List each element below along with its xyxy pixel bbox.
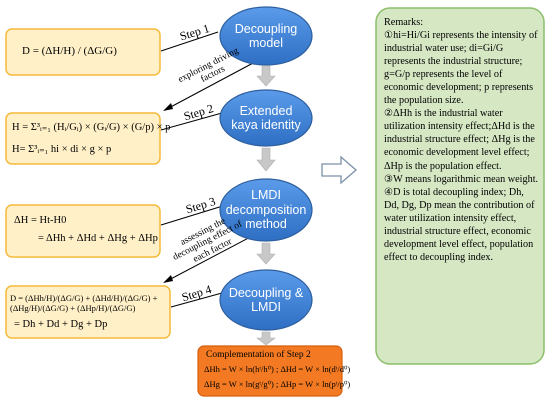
down-arrow-2 xyxy=(256,147,276,172)
exploring-arrowhead xyxy=(163,103,173,111)
down-arrow-4 xyxy=(256,331,276,346)
formula-box-4 xyxy=(5,285,171,339)
formula-3-line1: ΔH = Ht-H0 xyxy=(14,215,67,226)
complement-line1: ΔHh = W × ln(hᵗ/h⁰) ; ΔHd = W × ln(dᵗ/d⁰… xyxy=(204,364,351,374)
formula-box-1 xyxy=(5,28,161,76)
formula-3-line2: = ΔHh + ΔHd + ΔHg + ΔHp xyxy=(38,233,158,244)
remark-2: ②ΔHh is the industrial water utilization… xyxy=(384,108,535,172)
complement-line2: ΔHg = W × ln(gᵗ/g⁰) ; ΔHp = W × ln(pᵗ/p⁰… xyxy=(204,379,351,389)
complement-title: Complementation of Step 2 xyxy=(206,350,311,360)
step2-line xyxy=(160,112,223,131)
formula-2-line2: H= Σ³ᵢ₌₁ hi × di × g × p xyxy=(12,144,112,155)
formula-box-3 xyxy=(5,204,161,258)
formula-2-line1: H = Σ³ᵢ₌₁ (Hᵢ/Gᵢ) × (Gᵢ/G) × (G/p) × p xyxy=(12,122,171,133)
lmdi-label: LMDI decomposition method xyxy=(225,188,307,232)
formula-4-line1: D = (ΔHh/H)/(ΔG/G) + (ΔHd/H)/(ΔG/G) + (Δ… xyxy=(10,293,158,313)
remarks-title: Remarks: xyxy=(384,17,424,28)
step4-line xyxy=(170,292,223,308)
formula-box-2 xyxy=(5,112,161,165)
ellipse-lmdi xyxy=(219,178,313,242)
ellipse-decoupling-lmdi xyxy=(219,269,313,331)
remark-1: ①hi=Hi/Gi represents the intensity of in… xyxy=(384,30,538,107)
assessing-arrowhead xyxy=(163,275,173,283)
formula-1: D = (ΔH/H) / (ΔG/G) xyxy=(22,45,117,57)
decoupling-lmdi-label: Decoupling & LMDI xyxy=(228,285,304,314)
step3-line xyxy=(160,204,227,226)
assessing-arrow xyxy=(164,233,257,283)
down-arrow-3 xyxy=(256,242,276,265)
ellipse-decoupling-model xyxy=(219,6,313,66)
extended-kaya-label: Extended kaya identity xyxy=(231,103,301,132)
exploring-arrow xyxy=(164,61,256,111)
remark-3: ③W means logarithmic mean weight. xyxy=(384,173,539,185)
complement-box xyxy=(197,345,343,397)
down-arrow-1 xyxy=(256,65,276,87)
formula-4-line2: = Dh + Dd + Dg + Dp xyxy=(14,319,108,330)
remarks-text: Remarks: ①hi=Hi/Gi represents the intens… xyxy=(384,16,540,356)
decoupling-model-label: Decoupling model xyxy=(234,21,298,50)
ellipse-extended-kaya xyxy=(219,89,313,147)
remark-4: ④D is total decoupling index; Dh, Dd, Dg… xyxy=(384,186,535,263)
step1-line xyxy=(160,31,219,52)
remarks-panel xyxy=(375,7,545,365)
right-outline-arrow xyxy=(321,155,357,185)
